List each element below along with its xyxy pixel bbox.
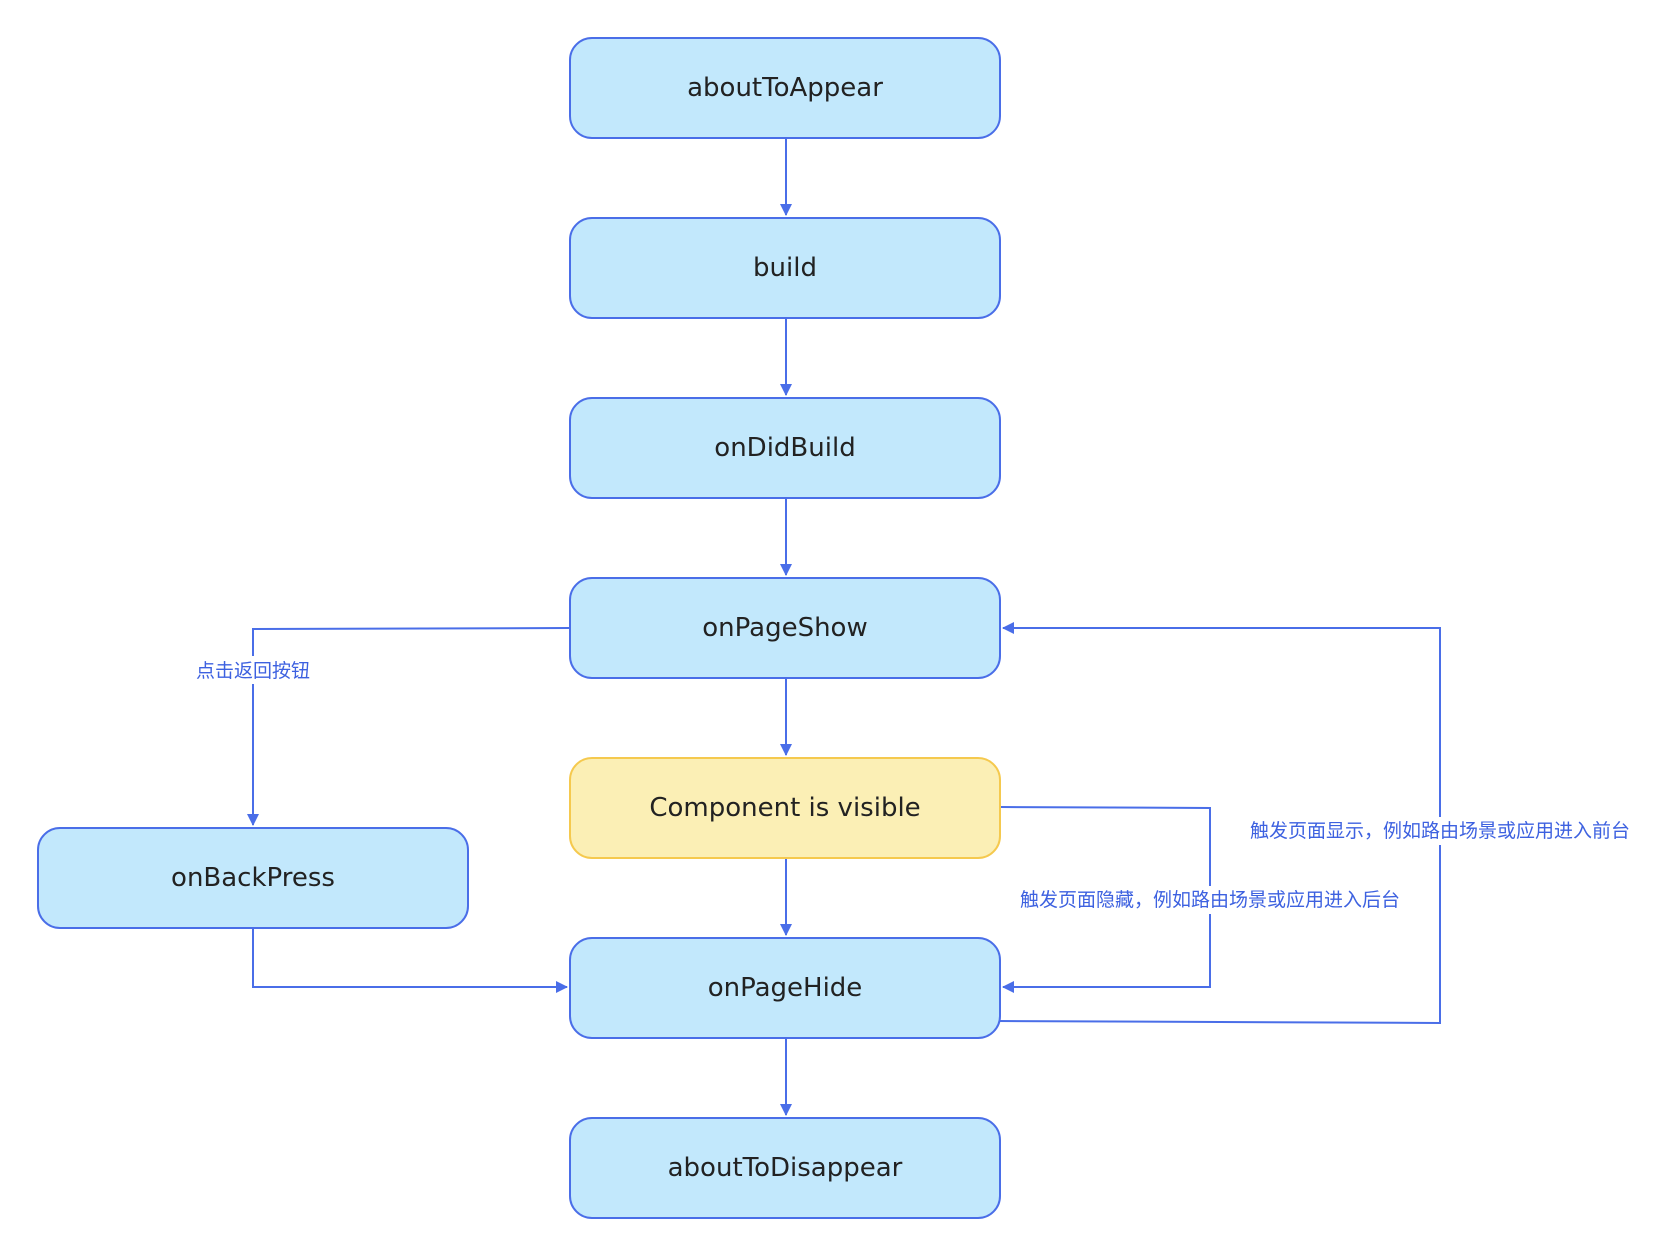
edge-onbackpress-to-onpagehide (252, 928, 568, 993)
node-label: onBackPress (171, 863, 335, 893)
edge-labels: 点击返回按钮 触发页面隐藏，例如路由场景或应用进入后台 触发页面显示，例如路由场… (190, 656, 1638, 914)
node-label: Component is visible (649, 793, 920, 823)
node-about-to-appear: aboutToAppear (569, 37, 1001, 139)
node-label: onPageShow (702, 613, 867, 643)
edge-label-back-button-bg (190, 656, 316, 684)
node-box (569, 37, 1001, 139)
node-on-back-press: onBackPress (37, 827, 469, 929)
node-label: onDidBuild (714, 433, 855, 463)
node-box-highlight (569, 757, 1001, 859)
edge-label-page-shown-bg (1242, 817, 1638, 845)
node-label: onPageHide (708, 973, 863, 1003)
node-box (569, 1117, 1001, 1219)
edge-label-back-button: 点击返回按钮 (196, 660, 310, 682)
node-label: aboutToDisappear (668, 1153, 903, 1183)
node-about-to-disappear: aboutToDisappear (569, 1117, 1001, 1219)
node-label: aboutToAppear (687, 73, 883, 103)
edge-label-page-hidden: 触发页面隐藏，例如路由场景或应用进入后台 (1020, 889, 1400, 911)
edge-onpageshow-to-onbackpress (247, 627, 571, 826)
edge-label-page-shown: 触发页面显示，例如路由场景或应用进入前台 (1250, 820, 1630, 842)
node-box (569, 217, 1001, 319)
node-on-page-show: onPageShow (569, 577, 1001, 679)
node-box (569, 577, 1001, 679)
node-on-did-build: onDidBuild (569, 397, 1001, 499)
node-build: build (569, 217, 1001, 319)
node-box (37, 827, 469, 929)
node-box (569, 397, 1001, 499)
node-label: build (753, 253, 817, 283)
node-box (569, 937, 1001, 1039)
node-on-page-hide: onPageHide (569, 937, 1001, 1039)
edge-label-page-hidden-bg (1012, 886, 1410, 914)
node-component-visible: Component is visible (569, 757, 1001, 859)
